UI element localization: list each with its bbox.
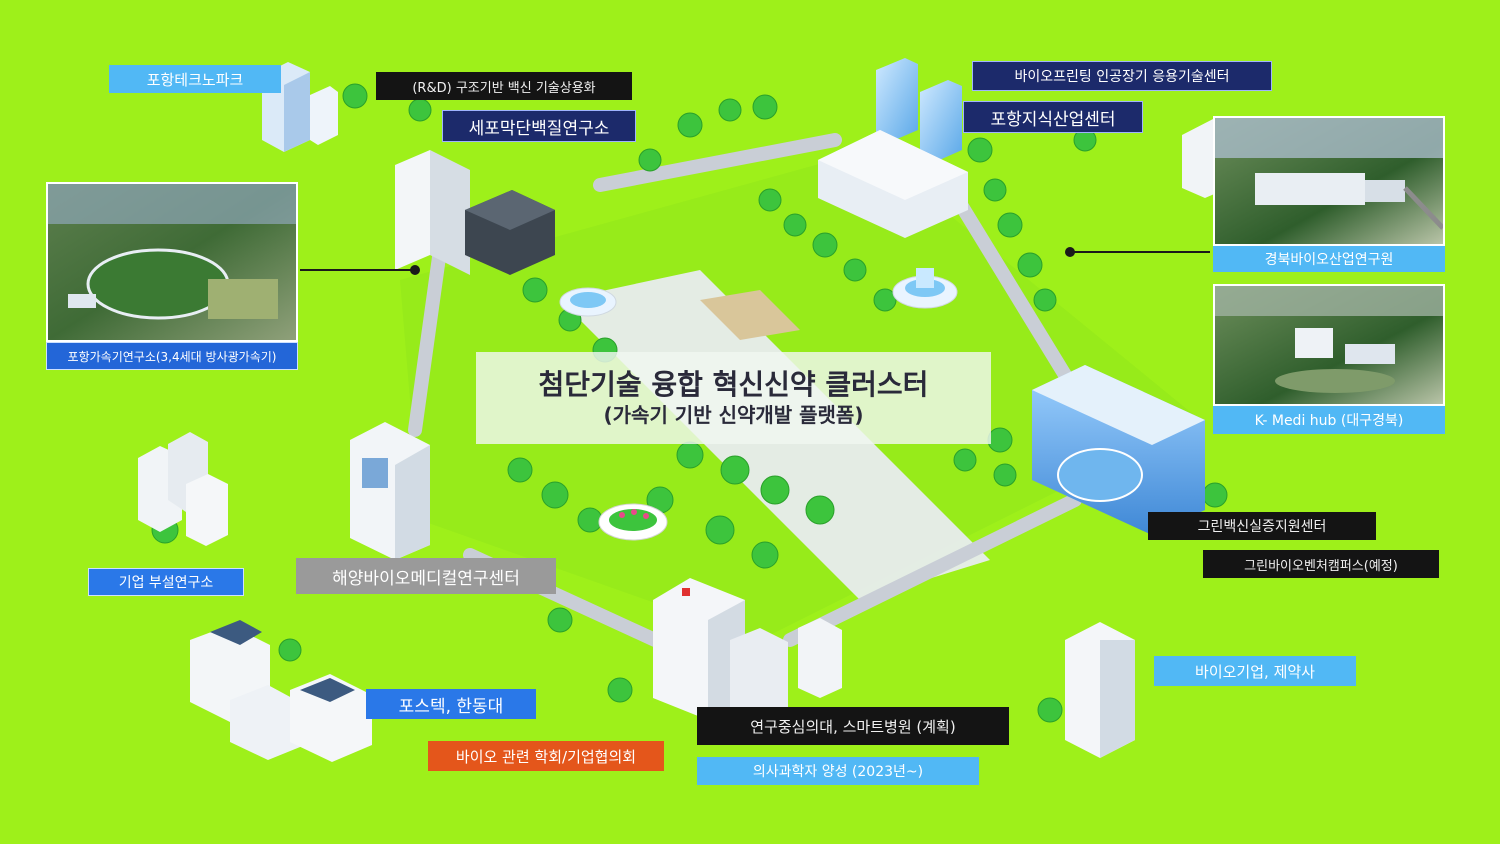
flower-bed (598, 503, 668, 541)
center-title-box: 첨단기술 융합 혁신신약 클러스터 (가속기 기반 신약개발 플랫폼) (476, 352, 991, 444)
label-pohang-technopark: 포항테크노파크 (109, 65, 281, 93)
label-green-vaccine-center: 그린백신실증지원센터 (1148, 512, 1376, 540)
label-rnd-vaccine: (R&D) 구조기반 백신 기술상용화 (376, 72, 632, 100)
bio-companies-building (1065, 622, 1135, 758)
label-marine-bio-center: 해양바이오메디컬연구센터 (296, 558, 556, 594)
research-hospital-building (653, 578, 842, 722)
label-bio-companies: 바이오기업, 제약사 (1154, 656, 1356, 686)
label-membrane-protein-lab: 세포막단백질연구소 (442, 110, 636, 142)
k-medi-hub-aerial-image (1215, 286, 1443, 404)
label-accelerator-lab: 포항가속기연구소(3,4세대 방사광가속기) (46, 342, 298, 370)
fountain-left (559, 287, 617, 317)
label-k-medi-hub: K- Medi hub (대구경북) (1213, 406, 1445, 434)
cluster-title: 첨단기술 융합 혁신신약 클러스터 (538, 368, 929, 401)
technopark-building (262, 62, 338, 152)
label-green-bio-campus: 그린바이오벤처캠퍼스(예정) (1203, 550, 1439, 578)
gyeongbuk-bio-photo (1213, 116, 1445, 246)
fountain-right (892, 268, 958, 309)
label-gyeongbuk-bio: 경북바이오산업연구원 (1213, 246, 1445, 272)
label-postech-handong: 포스텍, 한동대 (366, 689, 536, 719)
k-medi-hub-photo (1213, 284, 1445, 406)
label-corporate-labs: 기업 부설연구소 (88, 568, 244, 596)
accelerator-lab-photo (46, 182, 298, 342)
label-bioprinting-center: 바이오프린팅 인공장기 응용기술센터 (972, 61, 1272, 91)
membrane-lab-building (395, 150, 555, 275)
ring-road (408, 133, 1082, 647)
label-knowledge-industry-center: 포항지식산업센터 (963, 101, 1143, 133)
label-physician-scientist: 의사과학자 양성 (2023년~) (697, 757, 979, 785)
label-research-medical-school: 연구중심의대, 스마트병원 (계획) (697, 707, 1009, 745)
postech-buildings (190, 620, 372, 762)
trees (151, 83, 1228, 723)
corporate-labs-building (138, 432, 228, 546)
gyeongbuk-aerial-image (1215, 118, 1443, 244)
green-vaccine-building (1032, 365, 1205, 535)
accelerator-aerial-image (48, 184, 296, 340)
knowledge-center-building (818, 58, 968, 238)
marine-bio-building (350, 422, 430, 560)
label-bio-societies: 바이오 관련 학회/기업협의회 (428, 741, 664, 771)
connector-lines (300, 247, 1210, 275)
cluster-subtitle: (가속기 기반 신약개발 플랫폼) (603, 403, 864, 427)
